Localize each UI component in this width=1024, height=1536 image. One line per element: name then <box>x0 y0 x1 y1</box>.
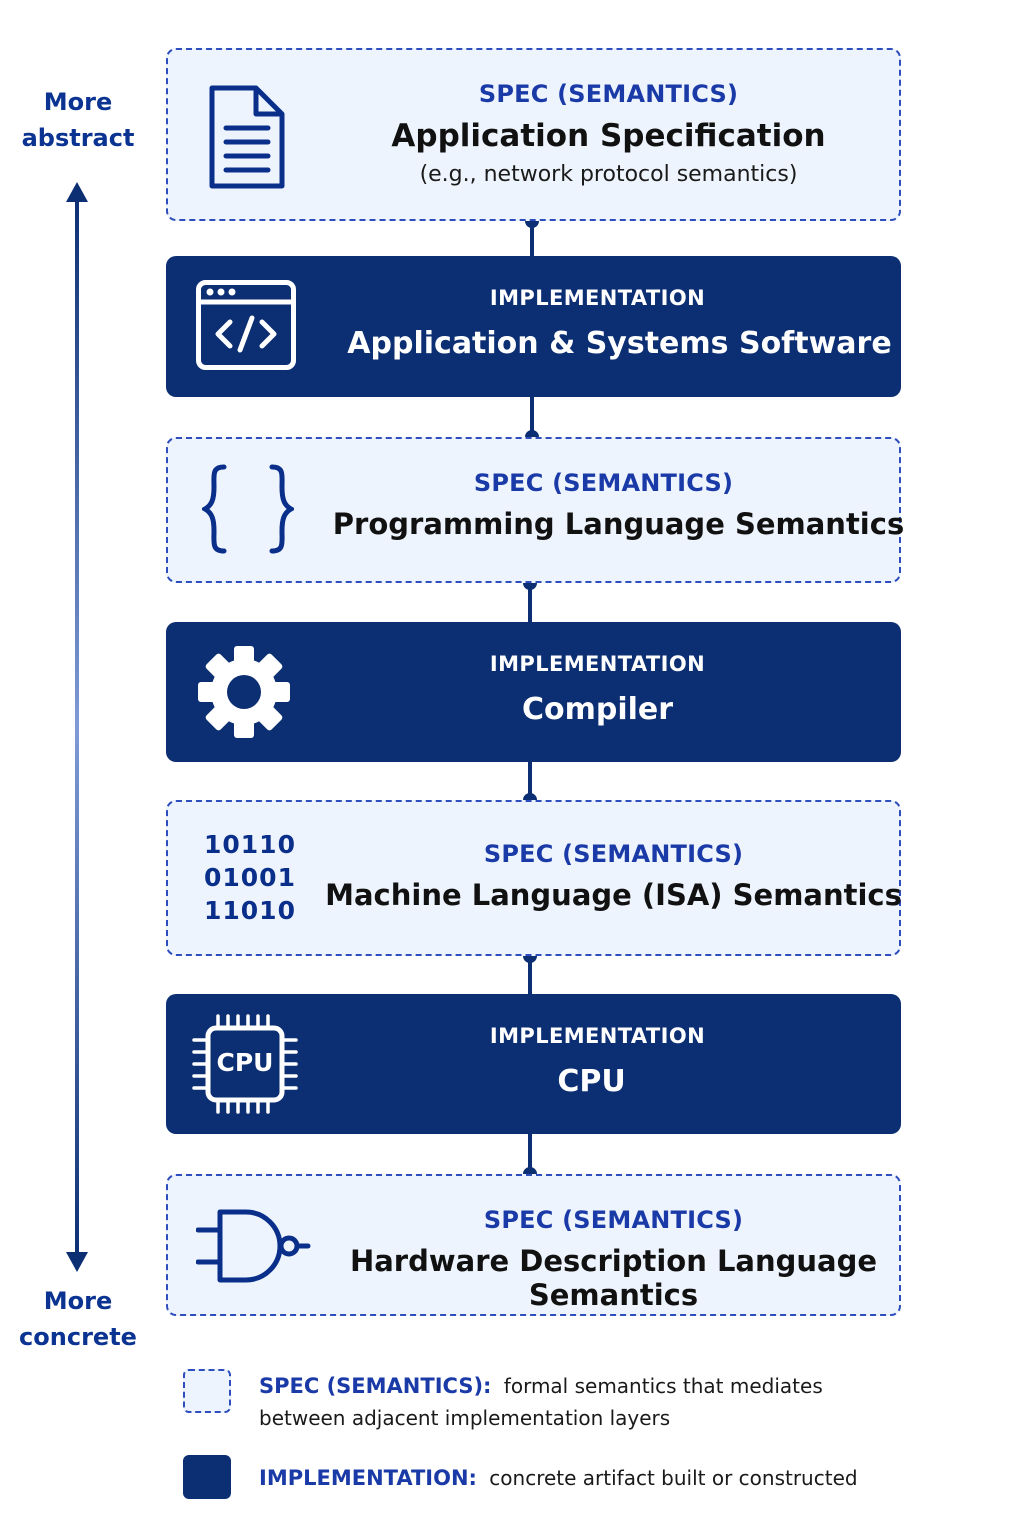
axis-down-arrowhead <box>66 1252 88 1272</box>
layer-1-title: Application Specification <box>391 118 826 154</box>
legend-spec-line1: SPEC (SEMANTICS): formal semantics that … <box>259 1370 859 1402</box>
document-icon <box>209 85 285 189</box>
layer-3-text: SPEC (SEMANTICS) Programming Language Se… <box>318 469 919 541</box>
legend-spec-desc-line1: formal semantics that mediates <box>503 1374 823 1398</box>
legend-spec-desc-line2: between adjacent implementation layers <box>259 1406 671 1430</box>
layer-6-text: IMPLEMENTATION CPU <box>316 1024 923 1099</box>
layer-cpu: CPU IMPLEMENTATION CPU <box>166 994 901 1134</box>
layer-application-specification: SPEC (SEMANTICS) Application Specificati… <box>166 48 901 221</box>
binary-line-2: 01001 <box>204 863 296 892</box>
legend-impl-text: IMPLEMENTATION: concrete artifact built … <box>259 1462 859 1494</box>
legend-impl-key: IMPLEMENTATION: <box>259 1466 477 1490</box>
axis-top-label-line2: abstract <box>21 124 135 152</box>
legend-impl-swatch <box>183 1455 231 1499</box>
layer-7-title: Hardware Description Language Semantics <box>349 1244 878 1312</box>
gear-icon <box>198 646 290 738</box>
legend-spec-text: SPEC (SEMANTICS): formal semantics that … <box>259 1370 859 1434</box>
layer-2-kind: IMPLEMENTATION <box>489 286 706 310</box>
layer-machine-language-semantics: 10110 01001 11010 SPEC (SEMANTICS) Machi… <box>166 800 902 956</box>
axis-up-arrowhead <box>66 182 88 202</box>
layer-1-kind: SPEC (SEMANTICS) <box>478 80 739 108</box>
layer-1-subtitle: (e.g., network protocol semantics) <box>419 162 798 187</box>
cpu-chip-outline <box>192 1014 298 1114</box>
layer-2-text: IMPLEMENTATION Application & Systems Sof… <box>316 286 923 361</box>
code-window-icon <box>196 280 296 370</box>
layer-5-kind: SPEC (SEMANTICS) <box>483 840 744 868</box>
layer-hdl-semantics: SPEC (SEMANTICS) Hardware Description La… <box>166 1174 901 1316</box>
binary-line-3: 11010 <box>204 896 296 925</box>
curly-braces-icon <box>202 464 294 554</box>
binary-line-1: 10110 <box>204 830 296 859</box>
layer-3-kind: SPEC (SEMANTICS) <box>473 469 734 497</box>
layer-programming-language-semantics: SPEC (SEMANTICS) Programming Language Se… <box>166 437 904 583</box>
cpu-chip-icon: CPU <box>192 1014 298 1114</box>
layer-application-systems-software: IMPLEMENTATION Application & Systems Sof… <box>166 256 901 397</box>
layer-4-text: IMPLEMENTATION Compiler <box>316 652 923 727</box>
layer-compiler: IMPLEMENTATION Compiler <box>166 622 901 762</box>
layer-5-title: Machine Language (ISA) Semantics <box>325 878 902 912</box>
abstraction-axis-arrow <box>66 182 88 1272</box>
layer-2-title: Application & Systems Software <box>347 326 892 361</box>
axis-top-label-line1: More <box>43 88 113 116</box>
cpu-chip-label: CPU <box>216 1048 274 1077</box>
nand-gate-icon <box>196 1209 311 1283</box>
layer-5-text: SPEC (SEMANTICS) Machine Language (ISA) … <box>318 840 909 912</box>
layer-7-kind: SPEC (SEMANTICS) <box>483 1206 744 1234</box>
legend-spec-key: SPEC (SEMANTICS): <box>259 1374 492 1398</box>
layer-4-kind: IMPLEMENTATION <box>489 652 706 676</box>
axis-top-label: More abstract <box>13 84 143 156</box>
legend-impl-desc: concrete artifact built or constructed <box>489 1466 858 1490</box>
axis-bottom-label-line1: More <box>43 1287 113 1315</box>
axis-bottom-label-line2: concrete <box>19 1323 137 1351</box>
layer-6-title: CPU <box>557 1064 626 1099</box>
layer-7-text: SPEC (SEMANTICS) Hardware Description La… <box>318 1206 909 1312</box>
binary-icon: 10110 01001 11010 <box>204 828 296 927</box>
layer-4-title: Compiler <box>521 692 674 727</box>
legend-spec-swatch <box>183 1369 231 1413</box>
layer-3-title: Programming Language Semantics <box>332 507 905 541</box>
layer-1-text: SPEC (SEMANTICS) Application Specificati… <box>318 80 899 187</box>
axis-bottom-label: More concrete <box>13 1283 143 1355</box>
layer-6-kind: IMPLEMENTATION <box>489 1024 706 1048</box>
